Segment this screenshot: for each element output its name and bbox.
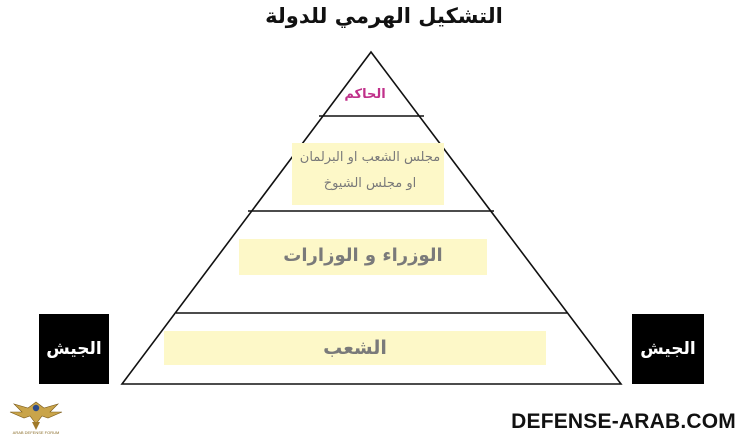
ministers-highlight (239, 239, 487, 275)
tier-parliament-label-line1: مجلس الشعب او البرلمان (299, 150, 441, 165)
tier-ruler-label: الحاكم (344, 87, 386, 102)
army-box-right: الجيش (632, 314, 704, 384)
pyramid-triangle (120, 50, 623, 385)
people-highlight (164, 331, 546, 365)
army-box-left: الجيش (39, 314, 109, 384)
logo-caption: ARAB DEFENSE FORUM (12, 430, 60, 435)
website-watermark: DEFENSE-ARAB.COM (511, 410, 736, 433)
tier-ministers-label: الوزراء و الوزارات (283, 245, 443, 266)
tier-people-label: الشعب (323, 337, 387, 359)
eagle-logo-icon (9, 401, 63, 430)
diagram-title: التشكيل الهرمي للدولة (265, 4, 503, 28)
parliament-highlight (292, 143, 444, 205)
tier-parliament-label-line2: او مجلس الشيوخ (323, 176, 417, 191)
